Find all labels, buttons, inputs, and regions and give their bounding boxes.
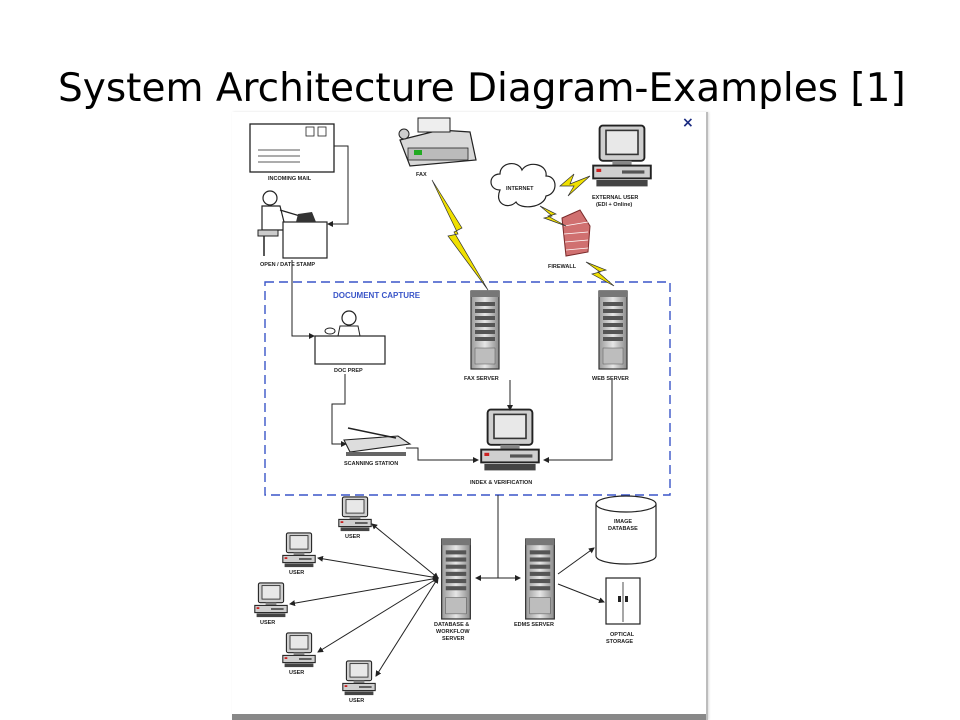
connector-edms-to-optical	[557, 583, 605, 603]
document-capture-region	[264, 281, 671, 496]
connector-mail-to-stamp	[327, 145, 349, 227]
external-user-sublabel: (EDI + Online)	[596, 202, 632, 208]
doc-prep-label: DOC PREP	[334, 368, 363, 374]
clerk-icon	[257, 190, 328, 259]
fax-label: FAX	[416, 172, 427, 178]
desktop-pc-icon	[338, 496, 372, 532]
slide-title: System Architecture Diagram-Examples [1]	[58, 66, 906, 111]
envelope-icon	[249, 123, 335, 173]
image-database-label-1: IMAGE	[614, 519, 632, 525]
external-user-label: EXTERNAL USER	[592, 195, 638, 201]
document-capture-title: DOCUMENT CAPTURE	[333, 291, 421, 300]
cloud-icon	[490, 163, 556, 208]
fax-machine-icon	[398, 117, 477, 167]
desktop-pc-icon	[592, 124, 652, 188]
lightning-bolt-icon	[431, 173, 615, 291]
panel-bottom-edge	[232, 714, 706, 720]
connector-scanner-to-index	[406, 447, 479, 463]
server-tower-icon	[441, 538, 471, 620]
server-tower-icon	[525, 538, 555, 620]
firewall-label: FIREWALL	[548, 264, 577, 270]
desktop-pc-icon	[480, 408, 540, 472]
firewall-icon	[561, 209, 591, 257]
server-tower-icon	[598, 290, 628, 370]
close-icon[interactable]: ×	[682, 115, 694, 131]
server-tower-icon	[470, 290, 500, 370]
connector-docprep-to-scanner	[331, 374, 347, 447]
internet-label: INTERNET	[506, 186, 534, 192]
incoming-mail-label: INCOMING MAIL	[268, 176, 312, 182]
index-verification-label: INDEX & VERIFICATION	[470, 480, 532, 486]
database-cylinder-icon	[595, 495, 657, 565]
image-database-label-2: DATABASE	[608, 526, 638, 532]
desktop-pc-icon	[282, 632, 316, 668]
optical-storage-label-2: STORAGE	[606, 639, 633, 645]
db-workflow-label-1: DATABASE &	[434, 622, 469, 628]
scanner-icon	[343, 427, 412, 456]
desktop-pc-icon	[342, 660, 376, 696]
doc-prep-desk-icon	[314, 310, 386, 365]
db-workflow-label-2: WORKFLOW	[436, 629, 470, 635]
desktop-pc-icon	[282, 532, 316, 568]
user-label: USER	[349, 698, 364, 704]
web-server-label: WEB SERVER	[592, 376, 629, 382]
edms-server-label: EDMS SERVER	[514, 622, 554, 628]
user-label: USER	[289, 570, 304, 576]
db-workflow-label-3: SERVER	[442, 636, 465, 642]
desktop-pc-icon	[254, 582, 288, 618]
user-connectors	[289, 523, 439, 677]
optical-storage-label-1: OPTICAL	[610, 632, 635, 638]
user-label: USER	[260, 620, 275, 626]
connector-edms-to-imagedb	[557, 547, 595, 575]
connector-webserver-to-index	[543, 380, 613, 463]
fax-server-label: FAX SERVER	[464, 376, 499, 382]
user-label: USER	[289, 670, 304, 676]
open-date-stamp-label: OPEN / DATE STAMP	[260, 262, 315, 268]
user-label: USER	[345, 534, 360, 540]
storage-cabinet-icon	[605, 577, 641, 625]
scanning-station-label: SCANNING STATION	[344, 461, 398, 467]
connector-stamp-to-docprep	[291, 260, 315, 339]
